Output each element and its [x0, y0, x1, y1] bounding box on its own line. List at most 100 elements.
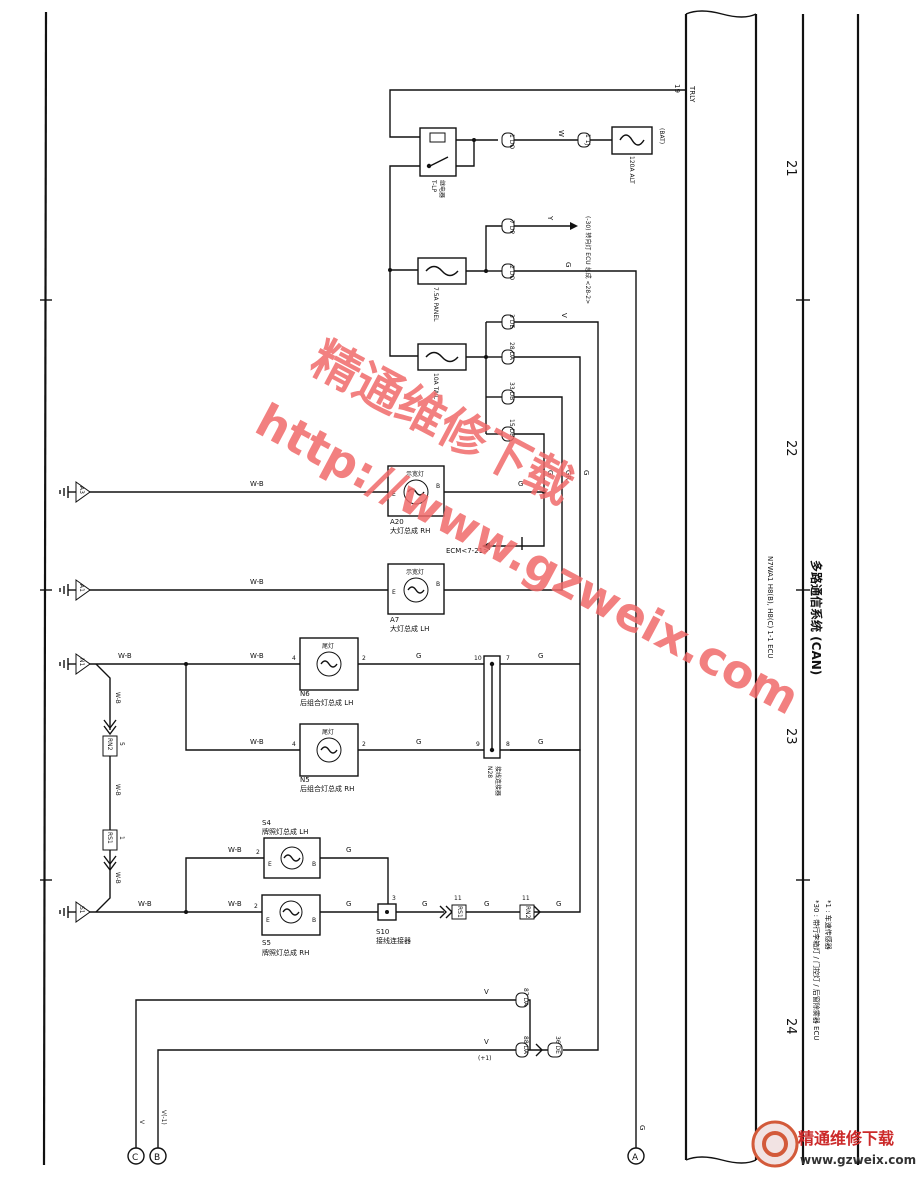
- conn-36-de-label: 36 DE: [554, 1036, 561, 1054]
- inline-rs1-label: RS1: [106, 832, 113, 844]
- trly-wire: [389, 89, 686, 138]
- s10-id: S10: [376, 928, 389, 936]
- conn-15-db-label: 15 DB: [508, 419, 515, 437]
- ground-a1: [59, 579, 388, 601]
- conn-87-da-label: 87 DA: [522, 988, 529, 1007]
- bus-vertical: [389, 165, 420, 357]
- logo-icon-inner: [762, 1131, 788, 1157]
- wire-g-rn2: G: [556, 900, 561, 908]
- lamp-s5-pin-b: B: [312, 917, 316, 924]
- lamp-n6-id: N6: [300, 690, 310, 698]
- inline-rs1b-pin: 11: [454, 895, 462, 902]
- n28-pin-8: 8: [506, 741, 510, 748]
- relay-contact-pt: [426, 163, 432, 169]
- offpage-c-label: C: [132, 1153, 138, 1163]
- lamp-n6-name: 后组合灯总成 LH: [300, 698, 353, 707]
- wire-wb-v3: W-B: [114, 872, 121, 884]
- node-dot: [184, 910, 188, 914]
- offpage-b: [149, 1147, 167, 1165]
- chev-8: [535, 1043, 543, 1057]
- wire-y-label: Y: [546, 215, 554, 221]
- lamp-s4-pin-2: 2: [256, 849, 260, 856]
- wire-g-da-label: G: [582, 470, 590, 475]
- relay-name: T-LP: [430, 179, 437, 193]
- footnote-1: *1 : 车速传感器: [824, 900, 833, 950]
- lamp-n6-pin-4: 4: [292, 655, 296, 662]
- wire-v1-to-b: [157, 1049, 516, 1148]
- lamp-s5-name: 牌照灯总成 RH: [262, 948, 309, 957]
- lamp-a7-id: A7: [390, 616, 399, 624]
- lamp-s4-pin-e: E: [268, 861, 272, 868]
- lamp-n6-inner: 尾灯: [322, 642, 334, 650]
- lamp-s4-id: S4: [262, 819, 271, 827]
- conn-3-de-label: 3 DE: [508, 314, 515, 328]
- conn-2-do-label: 2 DO: [508, 265, 515, 280]
- chev-5: [439, 905, 447, 919]
- lamp-n5-pin-2: 2: [362, 741, 366, 748]
- da-link: [528, 999, 531, 1050]
- n28-pin-9: 9: [476, 741, 480, 748]
- conn-1-do-label: 1 DO: [508, 134, 515, 149]
- chev-1: [103, 719, 117, 730]
- trly-pin: 19: [673, 84, 681, 93]
- panel-to-dp: [485, 225, 502, 271]
- ground-s1-label: S1: [78, 906, 85, 914]
- n1-to-n5: [185, 664, 300, 751]
- page-ref-22: 22: [783, 440, 798, 457]
- ground-a3-label: A3: [78, 486, 85, 494]
- wire-g-label-top: G: [564, 262, 572, 267]
- offpage-c: [127, 1147, 145, 1165]
- wire-g-n28b: G: [538, 738, 543, 746]
- lamp-a7-pin-e: E: [392, 589, 396, 596]
- s10-pin: 3: [392, 895, 396, 902]
- lamp-s4-name: 牌照灯总成 LH: [262, 827, 308, 836]
- conn-7-dp-label: 7 DP: [508, 220, 515, 234]
- lamp-a20-pin-e: E: [392, 491, 396, 498]
- offpage-b-label: B: [154, 1153, 160, 1163]
- node-dot: [184, 662, 188, 666]
- conn-88-da-label: 88 DA: [522, 1036, 529, 1055]
- wire-g-to-a: [514, 270, 637, 1148]
- wire-to-ecm: [490, 492, 545, 547]
- wire-v-87: V: [484, 988, 489, 996]
- arrow-to-ecu: [570, 222, 578, 230]
- ground-a3: [59, 481, 388, 503]
- strip-top-cut: [685, 10, 757, 18]
- wire-b-label: V(-1): [160, 1110, 167, 1125]
- lamp-a7-pin-b: B: [436, 581, 440, 588]
- conn-2-1j-label: 1 1J: [584, 134, 591, 146]
- wire-wb-n1: W-B: [118, 652, 132, 660]
- node-dot: [385, 910, 389, 914]
- relay-return: [456, 140, 475, 167]
- ground-s1: [59, 901, 262, 923]
- wire-gr-label: GR: [564, 470, 572, 480]
- t-lp-relay: [419, 127, 457, 177]
- conn-36-de: [547, 1042, 563, 1058]
- wire-v-de: [514, 321, 599, 1051]
- inline-rn2-pin: 5: [118, 742, 125, 746]
- wire-g-db-label: G: [546, 470, 554, 475]
- offpage-a-label: A: [632, 1153, 639, 1163]
- ground-n1-label: N1: [78, 658, 85, 666]
- wire-wb-n6: W-B: [250, 652, 264, 660]
- lamp-s5-id: S5: [262, 939, 271, 947]
- n1-down: [95, 663, 111, 730]
- wire-wb-v2: W-B: [114, 784, 121, 796]
- left-border: [42, 11, 48, 1166]
- conn-28-da-label: 28 DA: [508, 342, 515, 361]
- wire-gr-db: [444, 396, 563, 591]
- wire-g-s4: G: [346, 846, 351, 854]
- ecm-ref: ECM<7-21>: [446, 547, 489, 555]
- wire-wb-s5: W-B: [228, 900, 242, 908]
- lamp-a20-pin-b: B: [436, 483, 440, 490]
- wire-g-db15: [444, 433, 545, 493]
- chev-7: [533, 905, 541, 919]
- fuse-alt-label: 120A ALT: [628, 156, 635, 184]
- lamp-a7-inner: 示宽灯: [406, 568, 424, 576]
- footnote-2: *30 : 带行李箱灯 / 门控灯 / 后窗除雾器 ECU: [812, 900, 821, 1041]
- diagram-title: 多路通信系统 (CAN): [809, 560, 824, 675]
- site-logo: 精通维修下载 www.gzweix.com: [751, 1120, 916, 1168]
- wire-v-88: V: [484, 1038, 489, 1046]
- ground-a1-label: A1: [78, 584, 85, 592]
